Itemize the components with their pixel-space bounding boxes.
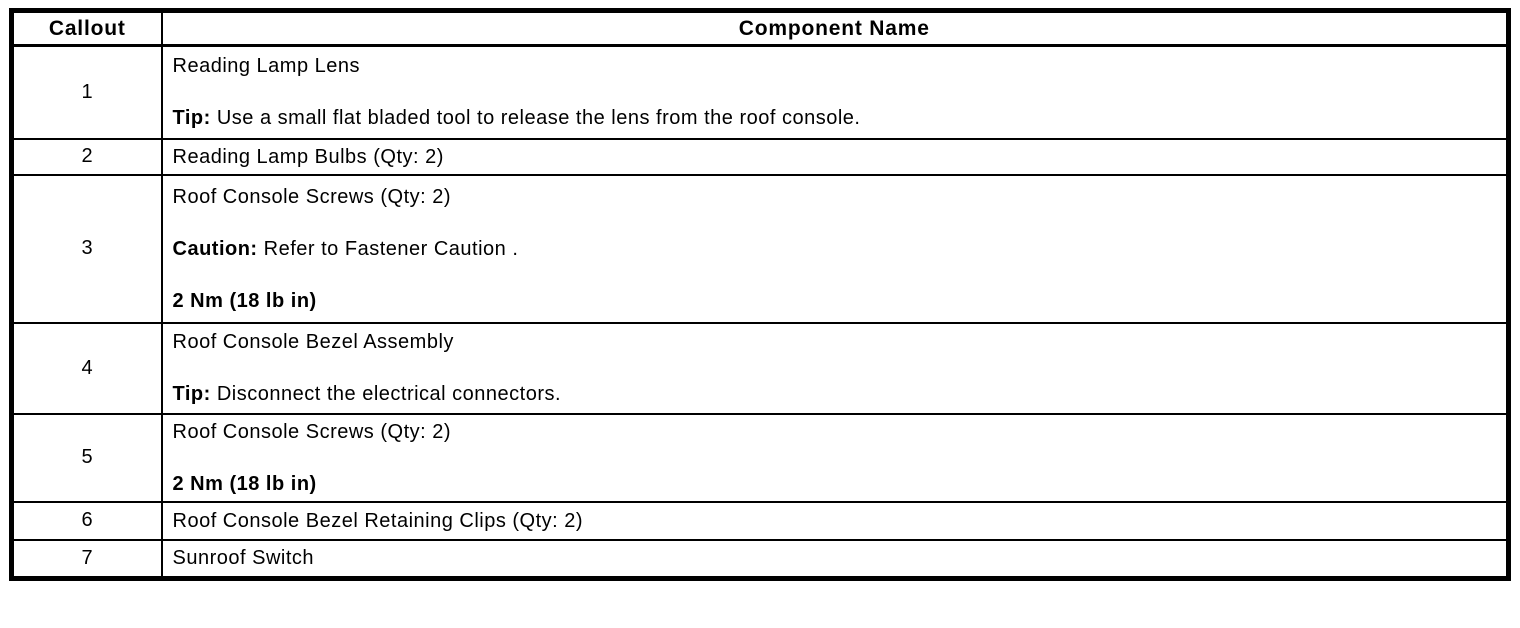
callout-number: 7	[10, 538, 163, 580]
component-name-cell: Reading Lamp Lens Tip: Use a small flat …	[160, 44, 1510, 140]
component-name-cell: Sunroof Switch	[160, 538, 1510, 580]
component-name-cell: Roof Console Screws (Qty: 2) Caution: Re…	[160, 173, 1510, 324]
text-run: Sunroof Switch	[172, 547, 315, 570]
component-paragraph: Reading Lamp Lens	[173, 53, 1497, 79]
callout-number: 1	[10, 44, 163, 140]
table-row: 1 Reading Lamp Lens Tip: Use a small fla…	[10, 44, 1510, 140]
component-paragraph: 2 Nm (18 lb in)	[173, 288, 1497, 314]
bold-run: 2 Nm (18 lb in)	[172, 472, 317, 495]
bold-run: Tip:	[172, 383, 211, 405]
text-run: Use a small flat bladed tool to release …	[210, 107, 861, 130]
component-name-cell: Roof Console Bezel Assembly Tip: Disconn…	[160, 321, 1510, 415]
component-paragraph: Reading Lamp Bulbs (Qty: 2)	[173, 144, 1497, 170]
component-paragraph: Roof Console Bezel Assembly	[173, 329, 1497, 355]
text-run: Reading Lamp Bulbs (Qty: 2)	[172, 145, 444, 168]
component-paragraph: Roof Console Screws (Qty: 2)	[173, 419, 1497, 445]
component-paragraph: 2 Nm (18 lb in)	[173, 471, 1497, 497]
table-row: 6 Roof Console Bezel Retaining Clips (Qt…	[10, 500, 1510, 541]
callout-number: 6	[10, 500, 163, 541]
bold-run: Tip:	[172, 107, 211, 130]
component-paragraph: Roof Console Screws (Qty: 2)	[173, 184, 1497, 210]
text-run: Refer to Fastener Caution .	[257, 237, 519, 260]
component-name-cell: Roof Console Screws (Qty: 2) 2 Nm (18 lb…	[160, 412, 1510, 503]
component-name-column-header: Component Name	[160, 9, 1510, 47]
callout-number: 5	[10, 412, 163, 503]
table-row: 2 Reading Lamp Bulbs (Qty: 2)	[10, 137, 1510, 176]
component-paragraph: Roof Console Bezel Retaining Clips (Qty:…	[173, 508, 1497, 534]
component-name-cell: Roof Console Bezel Retaining Clips (Qty:…	[160, 500, 1510, 541]
bold-run: 2 Nm (18 lb in)	[172, 289, 317, 312]
component-name-cell: Reading Lamp Bulbs (Qty: 2)	[160, 137, 1510, 176]
table-row: 4 Roof Console Bezel Assembly Tip: Disco…	[10, 321, 1510, 415]
text-run: Roof Console Screws (Qty: 2)	[172, 185, 452, 208]
text-run: Roof Console Bezel Retaining Clips (Qty:…	[172, 509, 584, 532]
callout-number: 3	[10, 173, 163, 324]
callout-number: 4	[10, 321, 163, 415]
component-paragraph: Tip: Use a small flat bladed tool to rel…	[173, 105, 1497, 131]
table-row: 7 Sunroof Switch	[10, 538, 1510, 580]
component-paragraph: Sunroof Switch	[173, 545, 1497, 571]
header-row: Callout Component Name	[10, 9, 1510, 47]
callout-column-header: Callout	[10, 9, 163, 47]
callout-number: 2	[10, 137, 163, 176]
text-run: Roof Console Bezel Assembly	[172, 331, 454, 353]
component-paragraph: Caution: Refer to Fastener Caution .	[173, 236, 1497, 262]
table-row: 3 Roof Console Screws (Qty: 2) Caution: …	[10, 173, 1510, 324]
parts-callout-table: Callout Component Name 1 Reading Lamp Le…	[9, 8, 1511, 581]
table-row: 5 Roof Console Screws (Qty: 2) 2 Nm (18 …	[10, 412, 1510, 503]
text-run: Reading Lamp Lens	[172, 55, 361, 78]
bold-run: Caution:	[172, 237, 258, 260]
text-run: Roof Console Screws (Qty: 2)	[172, 420, 452, 443]
text-run: Disconnect the electrical connectors.	[210, 383, 562, 405]
component-paragraph: Tip: Disconnect the electrical connector…	[173, 381, 1497, 407]
